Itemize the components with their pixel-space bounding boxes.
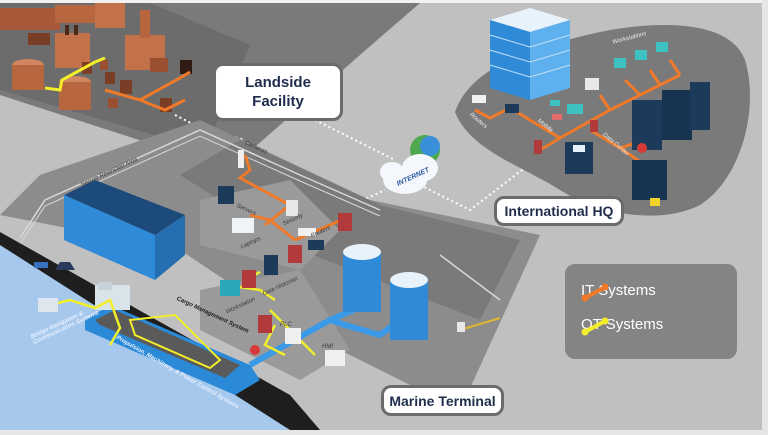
landside-it-line-2 bbox=[139, 98, 186, 112]
landside-ot-line bbox=[44, 56, 106, 92]
warehouse bbox=[64, 180, 185, 280]
satellite bbox=[55, 262, 75, 270]
dotted-link-landside-cloud bbox=[314, 119, 396, 161]
bridge-console bbox=[38, 298, 58, 312]
plc-label: PLC bbox=[280, 322, 292, 328]
hmi-label: HMI bbox=[322, 344, 333, 350]
legend-item-it: IT Systems bbox=[581, 282, 656, 302]
marine-terminal-callout: Marine Terminal bbox=[381, 385, 504, 416]
internet-cloud bbox=[380, 135, 440, 194]
hq-devices bbox=[472, 42, 710, 206]
hq-building bbox=[489, 8, 571, 100]
ship-ot-line bbox=[49, 298, 122, 346]
landside-facility-callout: Landside Facility bbox=[213, 63, 343, 121]
legend-item-ot: OT Systems bbox=[581, 316, 664, 336]
satellite-panel bbox=[34, 262, 48, 268]
landside-it-line-1 bbox=[104, 70, 191, 102]
it-line-icon bbox=[581, 283, 609, 302]
legend-it-label: IT Systems bbox=[581, 282, 656, 299]
legend: IT Systems OT Systems bbox=[565, 264, 737, 359]
landside-callout-line2: Facility bbox=[252, 93, 304, 110]
landside-callout-line1: Landside bbox=[245, 74, 311, 91]
legend-ot-label: OT Systems bbox=[581, 316, 664, 333]
international-hq-callout: International HQ bbox=[494, 196, 624, 226]
right-border bbox=[762, 0, 768, 435]
fence-top-rail bbox=[19, 135, 381, 245]
gate-barrier bbox=[459, 317, 501, 331]
fence-top bbox=[19, 129, 381, 239]
bottom-border bbox=[0, 430, 768, 435]
fence-right bbox=[439, 254, 501, 301]
ot-line-icon bbox=[581, 317, 609, 336]
top-border bbox=[0, 0, 768, 3]
dotted-link-cloud-hq bbox=[419, 159, 536, 212]
terminal-it-zone bbox=[200, 180, 340, 270]
guard-booth bbox=[457, 322, 465, 332]
terminal-devices bbox=[218, 150, 352, 366]
